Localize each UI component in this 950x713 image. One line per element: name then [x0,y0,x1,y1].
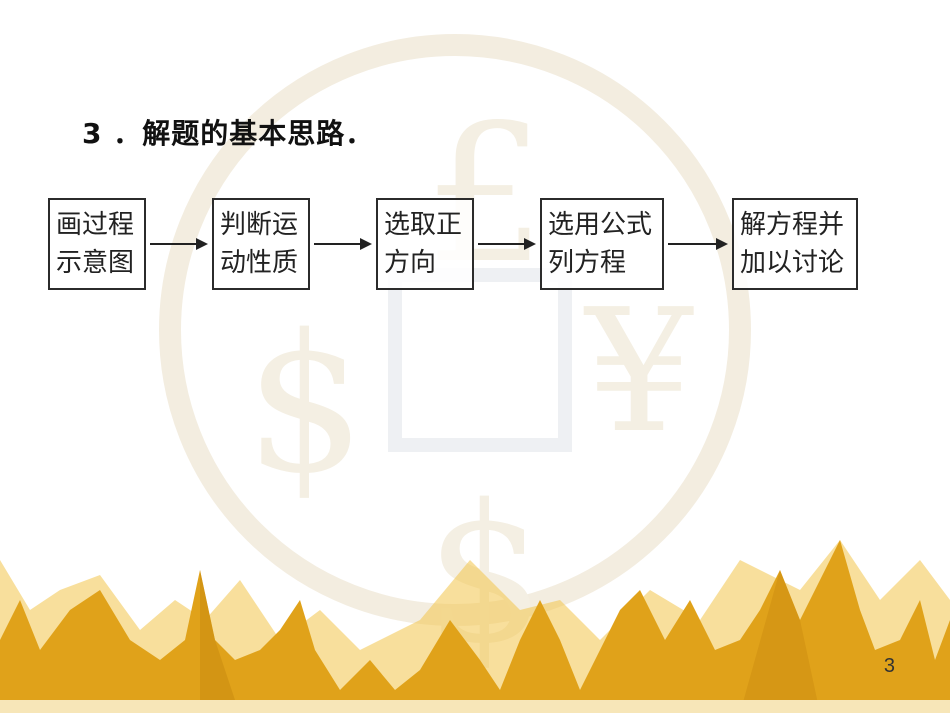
step-1-line-2: 示意图 [56,248,135,278]
step-box-5: 解方程并 加以讨论 [732,198,858,290]
step-3-line-1: 选取正 [384,210,463,240]
step-4-line-2: 列方程 [548,248,627,278]
step-box-3: 选取正 方向 [376,198,474,290]
mountain-silhouette-icon [0,540,950,713]
step-2-line-2: 动性质 [220,248,299,278]
step-5-line-2: 加以讨论 [740,248,845,278]
arrow-icon-1 [150,238,208,250]
arrow-icon-4 [668,238,728,250]
watermark-square [388,268,572,452]
watermark-dollar-icon: $ [245,294,366,515]
page-number: 3 [883,655,895,677]
step-4-line-1: 选用公式 [548,210,653,240]
step-box-1: 画过程 示意图 [48,198,146,290]
step-3-line-2: 方向 [384,248,437,278]
step-box-2: 判断运 动性质 [212,198,310,290]
step-box-4: 选用公式 列方程 [540,198,664,290]
step-2-line-1: 判断运 [220,210,299,240]
arrow-icon-3 [478,238,536,250]
step-5-line-1: 解方程并 [740,210,845,240]
arrow-icon-2 [314,238,372,250]
step-1-line-1: 画过程 [56,210,135,240]
watermark-yen-icon: ¥ [583,273,694,471]
bottom-band [0,700,950,713]
section-heading: 3 ．解题的基本思路． [82,117,375,150]
